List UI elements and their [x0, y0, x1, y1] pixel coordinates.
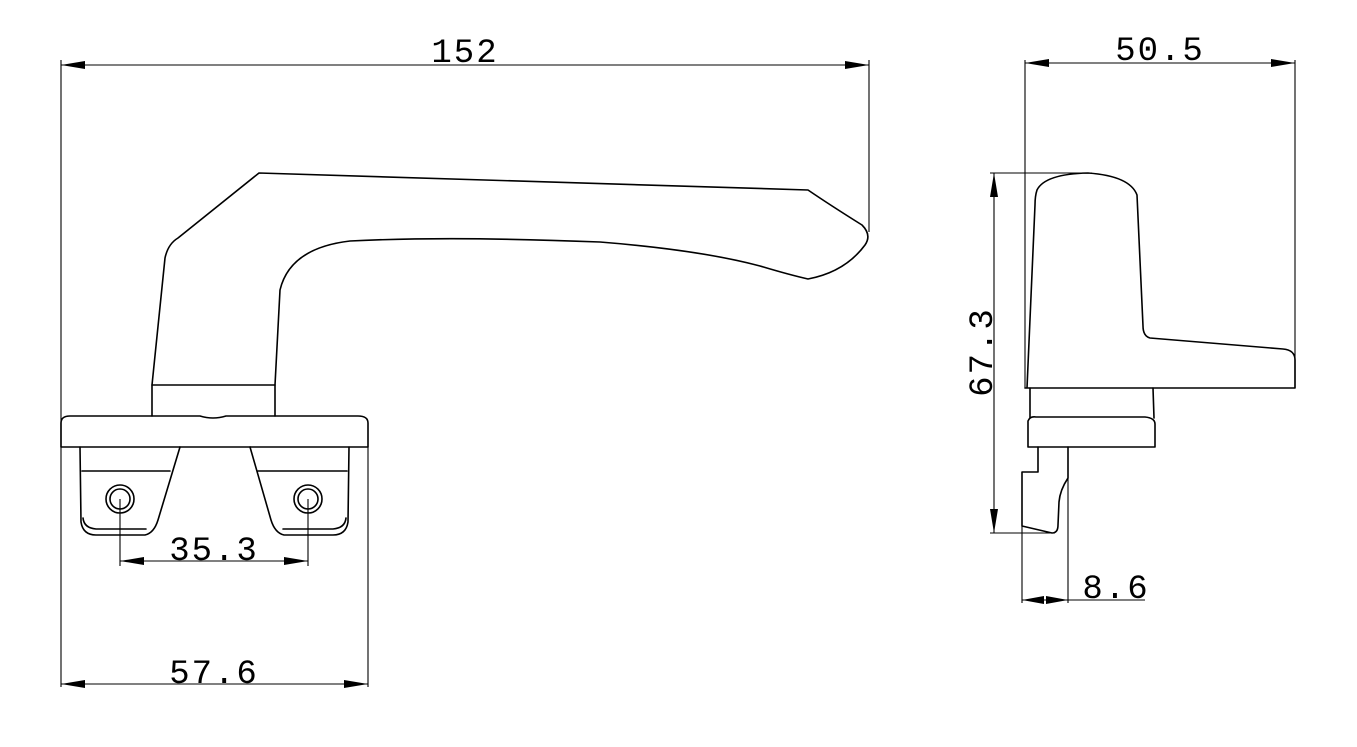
- dimension-label-base-width: 57.6: [169, 656, 259, 694]
- neck-band: [151, 384, 276, 417]
- rose-lower: [1027, 416, 1156, 448]
- dimension-label-overall-width: 50.5: [1115, 33, 1205, 71]
- dimension-50-5: 50.5: [1024, 33, 1296, 388]
- dimension-57-6: 57.6: [61, 447, 369, 694]
- rose-upper: [1029, 387, 1155, 419]
- dimension-label-spindle-offset: 8.6: [1082, 571, 1149, 609]
- base-plate: [60, 415, 369, 448]
- handle-lever-outline: [151, 172, 869, 386]
- front-view: 152 35.3 57.6: [60, 35, 870, 694]
- dimension-8-6: 8.6: [1021, 478, 1149, 609]
- dimension-35-3: 35.3: [119, 499, 309, 571]
- spindle-profile: [1021, 446, 1069, 534]
- dimension-152: 152: [60, 35, 870, 687]
- right-lug: [249, 446, 350, 536]
- left-lug: [79, 446, 181, 536]
- side-view: 50.5 67.3 8.6: [965, 33, 1296, 609]
- dimension-label-overall-length: 152: [431, 35, 498, 73]
- handle-side-outline: [1024, 172, 1296, 389]
- dimension-label-hole-spacing: 35.3: [169, 533, 259, 571]
- dimension-label-height: 67.3: [965, 307, 1003, 397]
